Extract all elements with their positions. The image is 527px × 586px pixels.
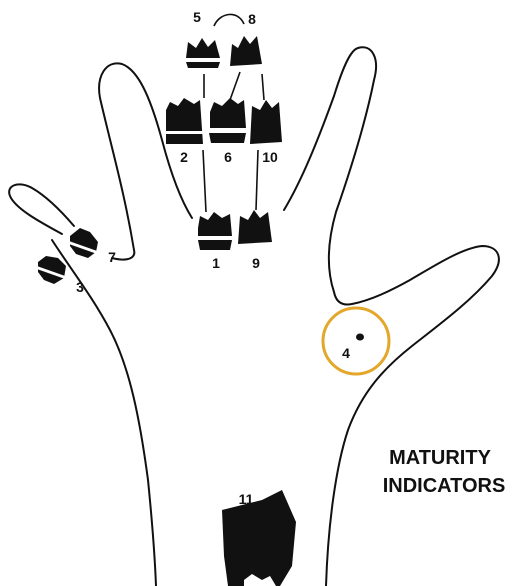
bone-7	[66, 228, 100, 258]
bone-1	[198, 212, 232, 250]
highlight-ring	[323, 308, 389, 374]
title-line-2: INDICATORS	[383, 475, 506, 497]
marker-3: 3	[76, 279, 84, 295]
bone-4	[356, 334, 364, 341]
title-line-1: MATURITY	[389, 447, 491, 469]
bone-5	[186, 38, 220, 68]
marker-11: 11	[239, 491, 254, 507]
bone-9	[238, 210, 272, 244]
marker-6: 6	[224, 149, 232, 165]
bone-8	[230, 36, 262, 66]
bone-11	[222, 490, 296, 586]
marker-8: 8	[248, 11, 256, 27]
bone-2	[164, 98, 206, 144]
bone-10	[250, 100, 282, 144]
marker-5: 5	[193, 9, 201, 25]
marker-4: 4	[342, 345, 350, 361]
bone-3	[34, 256, 68, 284]
marker-9: 9	[252, 255, 260, 271]
bone-6	[209, 98, 246, 143]
marker-2: 2	[180, 149, 188, 165]
marker-7: 7	[108, 249, 116, 265]
marker-1: 1	[212, 255, 220, 271]
marker-10: 10	[262, 149, 278, 165]
